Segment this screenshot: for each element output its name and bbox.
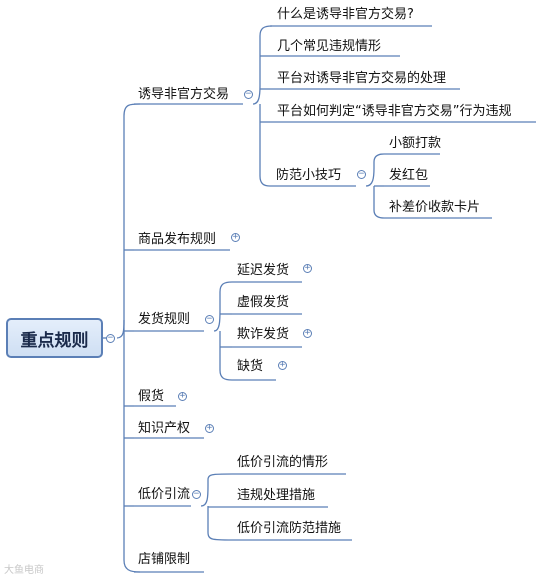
- node-fake-shipping[interactable]: 虚假发货: [237, 295, 290, 310]
- counterfeit-expand-toggle[interactable]: +: [178, 391, 187, 401]
- node-red-packet[interactable]: 发红包: [389, 168, 429, 183]
- node-intellectual-property[interactable]: 知识产权: [138, 421, 191, 436]
- tips-collapse-toggle[interactable]: −: [357, 169, 366, 179]
- delayed-shipping-expand-toggle[interactable]: +: [303, 263, 312, 273]
- node-platform-handling[interactable]: 平台对诱导非官方交易的处理: [277, 71, 447, 86]
- shipping-collapse-toggle[interactable]: −: [205, 314, 214, 324]
- node-counterfeit[interactable]: 假货: [138, 389, 165, 404]
- node-product-publish-rules[interactable]: 商品发布规则: [138, 232, 217, 247]
- root-node[interactable]: 重点规则: [6, 318, 103, 358]
- node-common-violations[interactable]: 几个常见违规情形: [277, 39, 382, 54]
- node-violation-measures[interactable]: 违规处理措施: [237, 488, 316, 503]
- ip-expand-toggle[interactable]: +: [205, 423, 214, 433]
- node-prevention-tips[interactable]: 防范小技巧: [276, 168, 342, 183]
- node-low-price-prevention[interactable]: 低价引流防范措施: [237, 521, 342, 536]
- node-price-diff-card[interactable]: 补差价收款卡片: [389, 200, 481, 215]
- publish-expand-toggle[interactable]: +: [231, 232, 240, 242]
- node-platform-judgement[interactable]: 平台如何判定“诱导非官方交易”行为违规: [277, 104, 512, 119]
- out-of-stock-expand-toggle[interactable]: +: [278, 360, 287, 370]
- watermark: 大鱼电商: [4, 565, 44, 576]
- node-fraud-shipping[interactable]: 欺诈发货: [237, 327, 290, 342]
- node-delayed-shipping[interactable]: 延迟发货: [237, 263, 290, 278]
- node-shipping-rules[interactable]: 发货规则: [138, 312, 191, 327]
- node-low-price-cases[interactable]: 低价引流的情形: [237, 455, 329, 470]
- node-low-price-traffic[interactable]: 低价引流: [138, 487, 191, 502]
- node-store-restrictions[interactable]: 店铺限制: [138, 552, 191, 567]
- node-out-of-stock[interactable]: 缺货: [237, 359, 264, 374]
- node-small-payment[interactable]: 小额打款: [389, 136, 442, 151]
- root-collapse-toggle[interactable]: −: [106, 333, 115, 343]
- induce-collapse-toggle[interactable]: −: [244, 89, 253, 99]
- lowprice-collapse-toggle[interactable]: −: [192, 489, 201, 499]
- fraud-shipping-expand-toggle[interactable]: +: [303, 328, 312, 338]
- node-induce-offsite-trade[interactable]: 诱导非官方交易: [138, 87, 230, 102]
- node-what-is-induce[interactable]: 什么是诱导非官方交易?: [277, 7, 414, 22]
